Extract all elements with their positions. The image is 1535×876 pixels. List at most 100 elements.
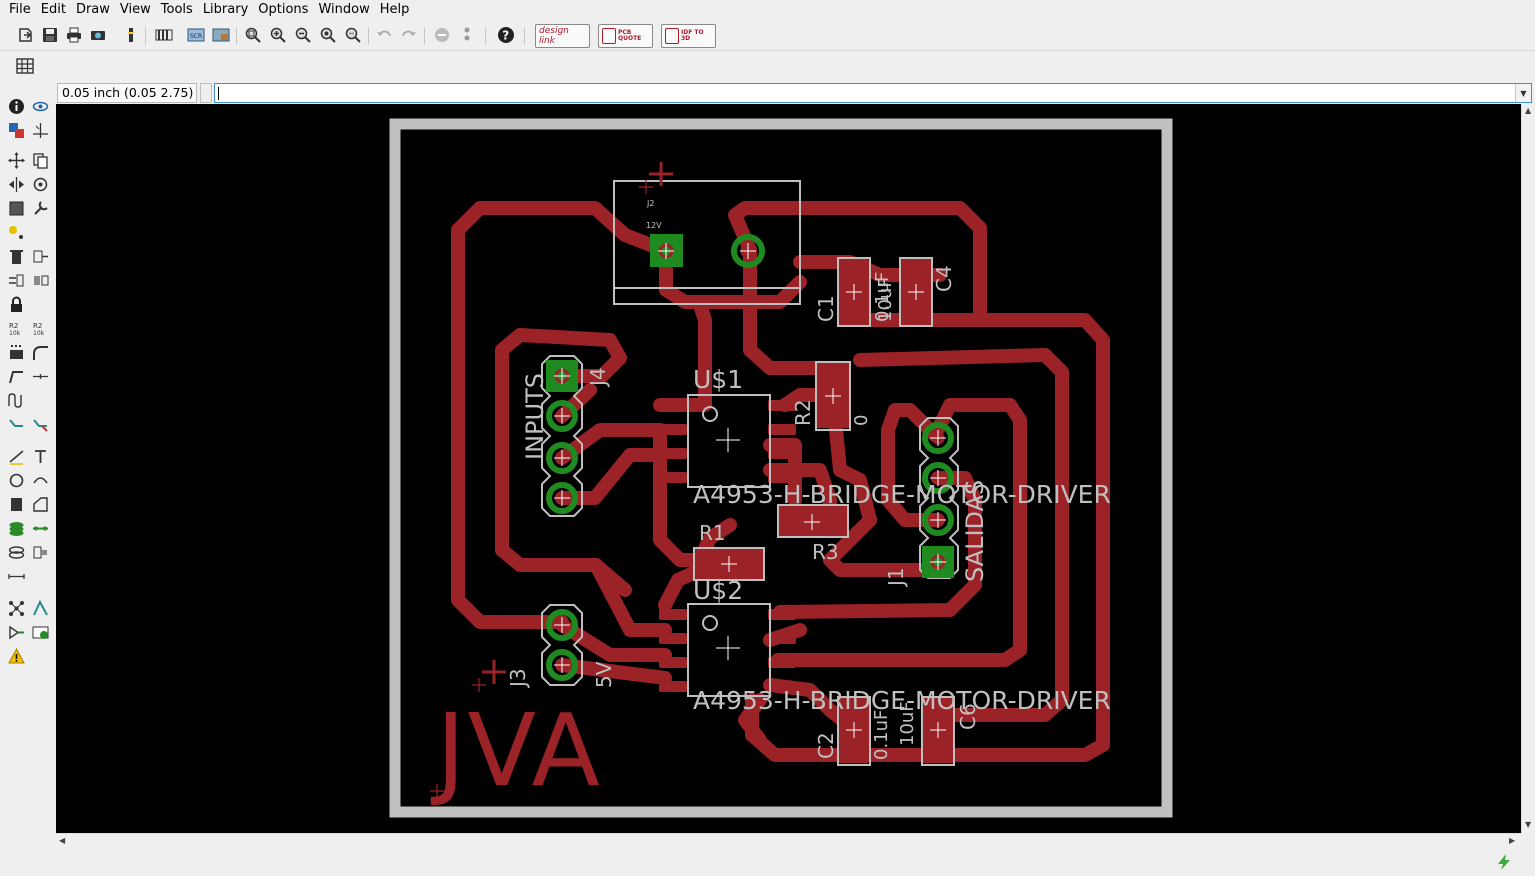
menu-file[interactable]: File [9, 2, 31, 17]
menu-draw[interactable]: Draw [75, 2, 110, 17]
menu-bar: File Edit Draw View Tools Library Option… [0, 0, 1535, 20]
print-icon[interactable] [64, 25, 84, 45]
menu-options[interactable]: Options [258, 2, 309, 17]
move-icon[interactable] [6, 150, 26, 170]
parameter-toolbar [0, 52, 1535, 81]
go-icon[interactable] [457, 25, 477, 45]
arc-icon[interactable] [30, 470, 50, 490]
mark-icon[interactable] [30, 120, 50, 140]
rectangle-icon[interactable] [6, 494, 26, 514]
mirror-icon[interactable] [6, 174, 26, 194]
svg-text:?: ? [502, 29, 509, 43]
svg-text:10k: 10k [9, 330, 21, 337]
group-icon[interactable] [6, 198, 26, 218]
ratsnest-icon[interactable] [6, 598, 26, 618]
scr-icon[interactable]: SCR [186, 25, 206, 45]
split-icon[interactable] [6, 366, 26, 386]
undo-icon[interactable] [374, 25, 394, 45]
ripup-icon[interactable] [30, 414, 50, 434]
command-line-input[interactable]: ▼ [214, 83, 1532, 103]
attribute-icon[interactable] [30, 542, 50, 562]
svg-text:R2: R2 [9, 322, 18, 330]
tiny-crosses [430, 180, 653, 798]
optimize-icon[interactable] [30, 366, 50, 386]
route-icon[interactable] [6, 414, 26, 434]
menu-library[interactable]: Library [202, 2, 249, 17]
circle-icon[interactable] [6, 470, 26, 490]
main-toolbar: SCR ? design link PCB QUOTE IDF TO 3D [0, 21, 1535, 51]
board-switch-icon[interactable] [211, 25, 231, 45]
save-icon[interactable] [40, 25, 60, 45]
ulp-icon[interactable] [154, 25, 174, 45]
lightning-icon[interactable] [1495, 853, 1513, 871]
delete-icon[interactable] [6, 246, 26, 266]
redo-icon[interactable] [399, 25, 419, 45]
menu-help[interactable]: Help [379, 2, 410, 17]
command-history-button[interactable] [200, 83, 212, 103]
command-dropdown-icon[interactable]: ▼ [1515, 84, 1531, 102]
replace-icon[interactable] [30, 270, 50, 290]
hole-icon[interactable] [6, 542, 26, 562]
script-icon[interactable] [121, 25, 141, 45]
dimension-icon[interactable] [6, 566, 26, 586]
status-bar [0, 848, 1535, 876]
origin-crosses [554, 243, 946, 738]
rotate-icon[interactable] [30, 174, 50, 194]
zoom-redraw-icon[interactable] [318, 25, 338, 45]
scroll-right-icon[interactable]: ▶ [1509, 836, 1516, 845]
pinswap-icon[interactable] [6, 270, 26, 290]
menu-tools[interactable]: Tools [160, 2, 193, 17]
signal-icon[interactable] [30, 518, 50, 538]
smash-icon[interactable] [6, 342, 26, 362]
menu-edit[interactable]: Edit [40, 2, 66, 17]
open-icon[interactable] [16, 25, 36, 45]
scroll-left-icon[interactable]: ◀ [59, 836, 66, 845]
show-icon[interactable] [30, 96, 50, 116]
via-icon[interactable] [6, 518, 26, 538]
design-link-button[interactable]: design link [535, 24, 590, 48]
pcb-quote-button[interactable]: PCB QUOTE [598, 24, 653, 48]
scroll-up-icon[interactable]: ▲ [1525, 106, 1532, 115]
display-layers-icon[interactable] [6, 120, 26, 140]
menu-window[interactable]: Window [318, 2, 370, 17]
paste-icon[interactable] [6, 222, 26, 242]
svg-text:10k: 10k [33, 330, 45, 337]
copper-crosses [482, 162, 673, 684]
cam-icon[interactable] [88, 25, 108, 45]
errors-icon[interactable] [6, 646, 26, 666]
board-canvas[interactable]: J2 12V U$1 A4953-H-BRIDGE-MOTOR-DRIVER U… [56, 104, 1521, 833]
coordinate-display: 0.05 inch (0.05 2.75) [57, 83, 197, 103]
board-drawing [389, 118, 1173, 818]
scroll-down-icon[interactable]: ▼ [1525, 820, 1532, 829]
copy-icon[interactable] [30, 150, 50, 170]
pcb-quote-label: PCB QUOTE [618, 29, 642, 42]
add-icon[interactable] [30, 246, 50, 266]
zoom-out-icon[interactable] [293, 25, 313, 45]
silkscreen [541, 180, 959, 766]
miter-icon[interactable] [30, 342, 50, 362]
erc-icon[interactable] [6, 622, 26, 642]
help-icon[interactable]: ? [496, 25, 516, 45]
lock-icon[interactable] [6, 294, 26, 314]
zoom-select-icon[interactable] [343, 25, 363, 45]
meander-icon[interactable] [6, 390, 26, 410]
stop-icon[interactable] [432, 25, 452, 45]
wire-icon[interactable] [6, 446, 26, 466]
autorouter-icon[interactable] [30, 598, 50, 618]
idf-to-3d-button[interactable]: IDF TO 3D [661, 24, 716, 48]
drc-icon[interactable] [30, 622, 50, 642]
horizontal-scrollbar[interactable]: ◀ ▶ [56, 833, 1521, 847]
polygon-icon[interactable] [30, 494, 50, 514]
svg-text:R2: R2 [33, 322, 42, 330]
zoom-in-icon[interactable] [268, 25, 288, 45]
menu-view[interactable]: View [119, 2, 151, 17]
zoom-fit-icon[interactable] [243, 25, 263, 45]
info-icon[interactable] [6, 96, 26, 116]
vertical-scrollbar[interactable]: ▲ ▼ [1521, 104, 1535, 833]
change-icon[interactable] [30, 198, 50, 218]
text-icon[interactable] [30, 446, 50, 466]
grid-icon[interactable] [15, 56, 35, 76]
